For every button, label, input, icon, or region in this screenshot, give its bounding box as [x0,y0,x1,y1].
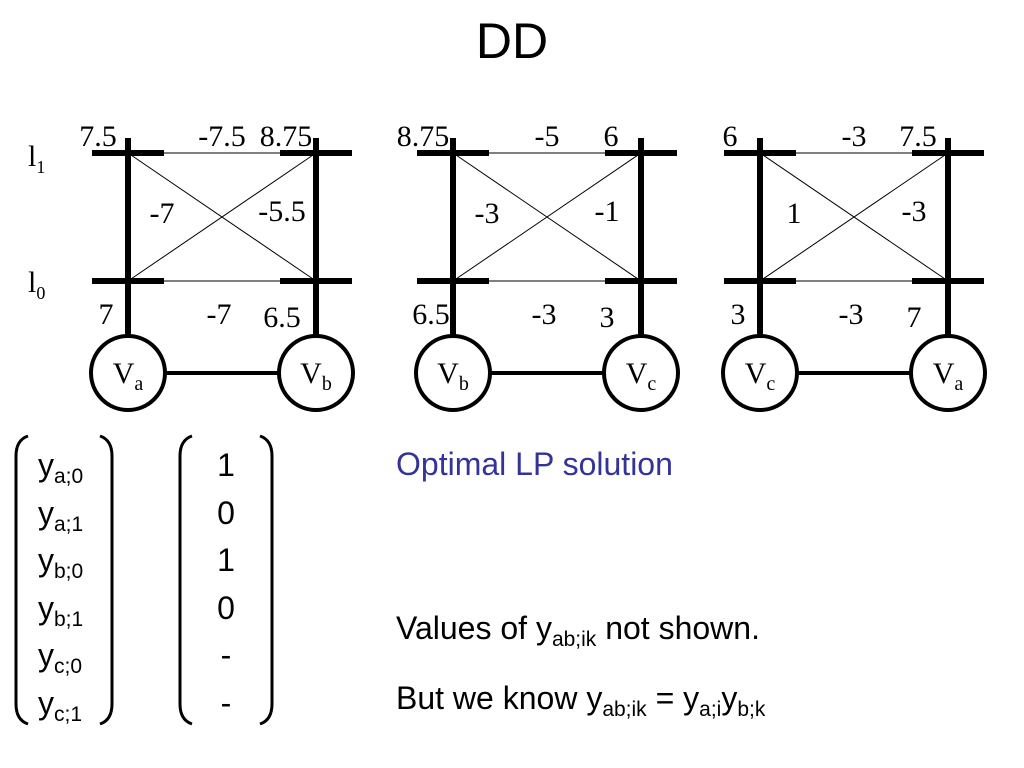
panel-2-unary-left-l0: 6.5 [412,298,450,331]
panel-2-right-node [602,334,680,412]
variable-subscript: c;0 [54,655,83,678]
panel-2-left-node-label: Vb [437,357,469,395]
panel-1-unary-right-l1: 8.75 [260,120,313,153]
variable-subscript: b;1 [54,607,84,631]
value-row: 0 [217,589,235,626]
variable-row: yc;1 [38,680,108,728]
panel-1-unary-left-l1: 7.5 [79,120,117,153]
note1-sub: ab;ik [551,628,597,651]
note2-mid: = y [646,680,700,716]
panel-1-unary-right-l0: 6.5 [263,301,301,334]
variable-row: ya;0 [38,442,108,490]
panel-1-pairwise-diag-left: -7 [150,197,175,230]
panel-3-right-node-label: Va [933,357,964,395]
panel-3-left-node-label: Vc [745,357,776,395]
variable-base: y [38,494,54,531]
variable-subscript: a;1 [54,512,84,536]
note1-post: not shown. [596,610,760,646]
panel-2-pairwise-bottom: -3 [532,298,557,331]
panel-3-left-node [721,334,799,412]
panel-1-pairwise-diag-right: -5.5 [258,195,306,228]
lp-heading: Optimal LP solution [396,446,673,482]
note2-sub3: b;k [737,698,766,721]
variable-row: ya;1 [38,490,108,538]
panel-2-pairwise-top: -5 [535,120,560,153]
panel-3-pairwise-diag-left: 1 [787,197,802,230]
value-row: 0 [217,494,235,531]
value-row: - [220,637,232,673]
panel-2-unary-left-l1: 8.75 [397,120,450,153]
panel-3-pairwise-top: -3 [842,120,867,153]
variable-row: yb;1 [38,585,108,633]
note2-sub1: ab;ik [602,698,647,721]
variable-subscript: a;0 [54,465,84,488]
panel-1-right-node [277,334,355,412]
panel-2-left-node [414,334,492,412]
note2-pre: But we know y [396,680,603,716]
panel-2-pairwise-diag-left: -3 [475,197,500,230]
value-row: 1 [217,542,235,578]
variable-base: y [38,684,54,721]
note-values-not-shown: Values of yab;ik not shown. [396,610,760,650]
panel-1-right-node-label: Vb [300,357,332,395]
variable-base: y [38,637,54,673]
panel-1-unary-left-l0: 7 [99,298,114,331]
panel-3-unary-right-l1: 7.5 [899,120,937,153]
note2-mid2: y [721,680,738,716]
panel-3-unary-left-l1: 6 [723,120,738,153]
variable-base: y [38,542,54,578]
panel-1-pairwise-top: -7.5 [198,120,246,153]
panel-3-right-node [909,334,987,412]
panel-2-unary-right-l1: 6 [604,120,619,153]
panel-3-edge-diag-up [759,152,949,282]
value-row: - [220,684,232,721]
panel-3-unary-left-l0: 3 [731,298,746,331]
note1-pre: Values of y [396,610,552,646]
panel-2-edge-diag-up [452,152,642,282]
panel-3-pairwise-diag-right: -3 [902,195,927,228]
panel-1-edge-diag-up [127,152,317,282]
panel-2-right-node-label: Vc [626,357,657,395]
panel-2-pairwise-diag-right: -1 [595,195,620,228]
note2-sub2: a;i [699,698,722,721]
panel-1-left-node [89,334,167,412]
level-label-l1: l1 [28,140,45,177]
variable-row: yb;0 [38,537,108,585]
variable-row: yc;0 [38,632,108,680]
slide-title: DD [475,13,549,69]
variable-subscript: b;0 [54,560,84,583]
panel-2-unary-right-l0: 3 [600,301,615,334]
panel-3-pairwise-bottom: -3 [839,298,864,331]
panel-1-left-node-label: Va [113,357,144,395]
variable-base: y [38,447,54,483]
value-vector: 1 0 1 0 - - [196,442,256,727]
diagram-shapes [89,138,987,412]
variable-base: y [38,589,54,626]
note-product-identity: But we know yab;ik = ya;iyb;k [396,680,765,720]
panel-1-pairwise-bottom: -7 [207,298,232,331]
level-label-l0: l0 [28,266,45,303]
value-row: 1 [217,447,235,483]
variable-subscript: c;1 [54,702,83,726]
panel-3-unary-right-l0: 7 [907,301,922,334]
